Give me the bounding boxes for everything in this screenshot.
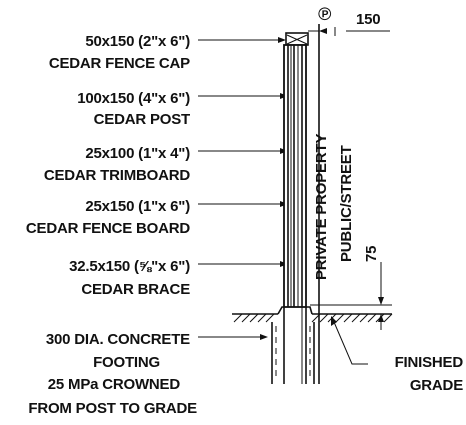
dimension-150 — [308, 28, 390, 34]
public-street-label: PUBLIC/STREET — [338, 145, 355, 262]
board-name-label: CEDAR FENCE BOARD — [26, 220, 190, 237]
centerline-symbol: ℗ — [318, 4, 331, 24]
concrete-footing — [271, 306, 315, 384]
dimension-75-label: 75 — [363, 246, 380, 262]
dimension-150-label: 150 — [356, 11, 380, 28]
footing-label-line4: FROM POST TO GRADE — [28, 400, 197, 417]
finished-grade-label-line1: FINISHED — [395, 354, 464, 371]
trim-size-label: 25x100 (1"x 4") — [85, 145, 190, 162]
board-size-label: 25x150 (1"x 6") — [85, 198, 190, 215]
cap-name-label: CEDAR FENCE CAP — [49, 55, 190, 72]
brace-size-label: 32.5x150 (⅝"x 6") — [69, 258, 190, 275]
footing-label-line3: 25 MPa CROWNED — [48, 376, 181, 393]
centerline — [318, 24, 336, 384]
private-property-label: PRIVATE PROPERTY — [313, 134, 330, 280]
finished-grade-label-line2: GRADE — [410, 377, 463, 394]
post-size-label: 100x150 (4"x 6") — [77, 90, 190, 107]
fence-post-assembly — [283, 32, 309, 384]
brace-name-label: CEDAR BRACE — [81, 281, 190, 298]
footing-label-line2: FOOTING — [93, 354, 160, 371]
finished-grade — [232, 313, 393, 323]
trim-name-label: CEDAR TRIMBOARD — [44, 167, 191, 184]
cap-size-label: 50x150 (2"x 6") — [85, 33, 190, 50]
post-name-label: CEDAR POST — [94, 111, 190, 128]
footing-label-line1: 300 DIA. CONCRETE — [46, 331, 190, 348]
